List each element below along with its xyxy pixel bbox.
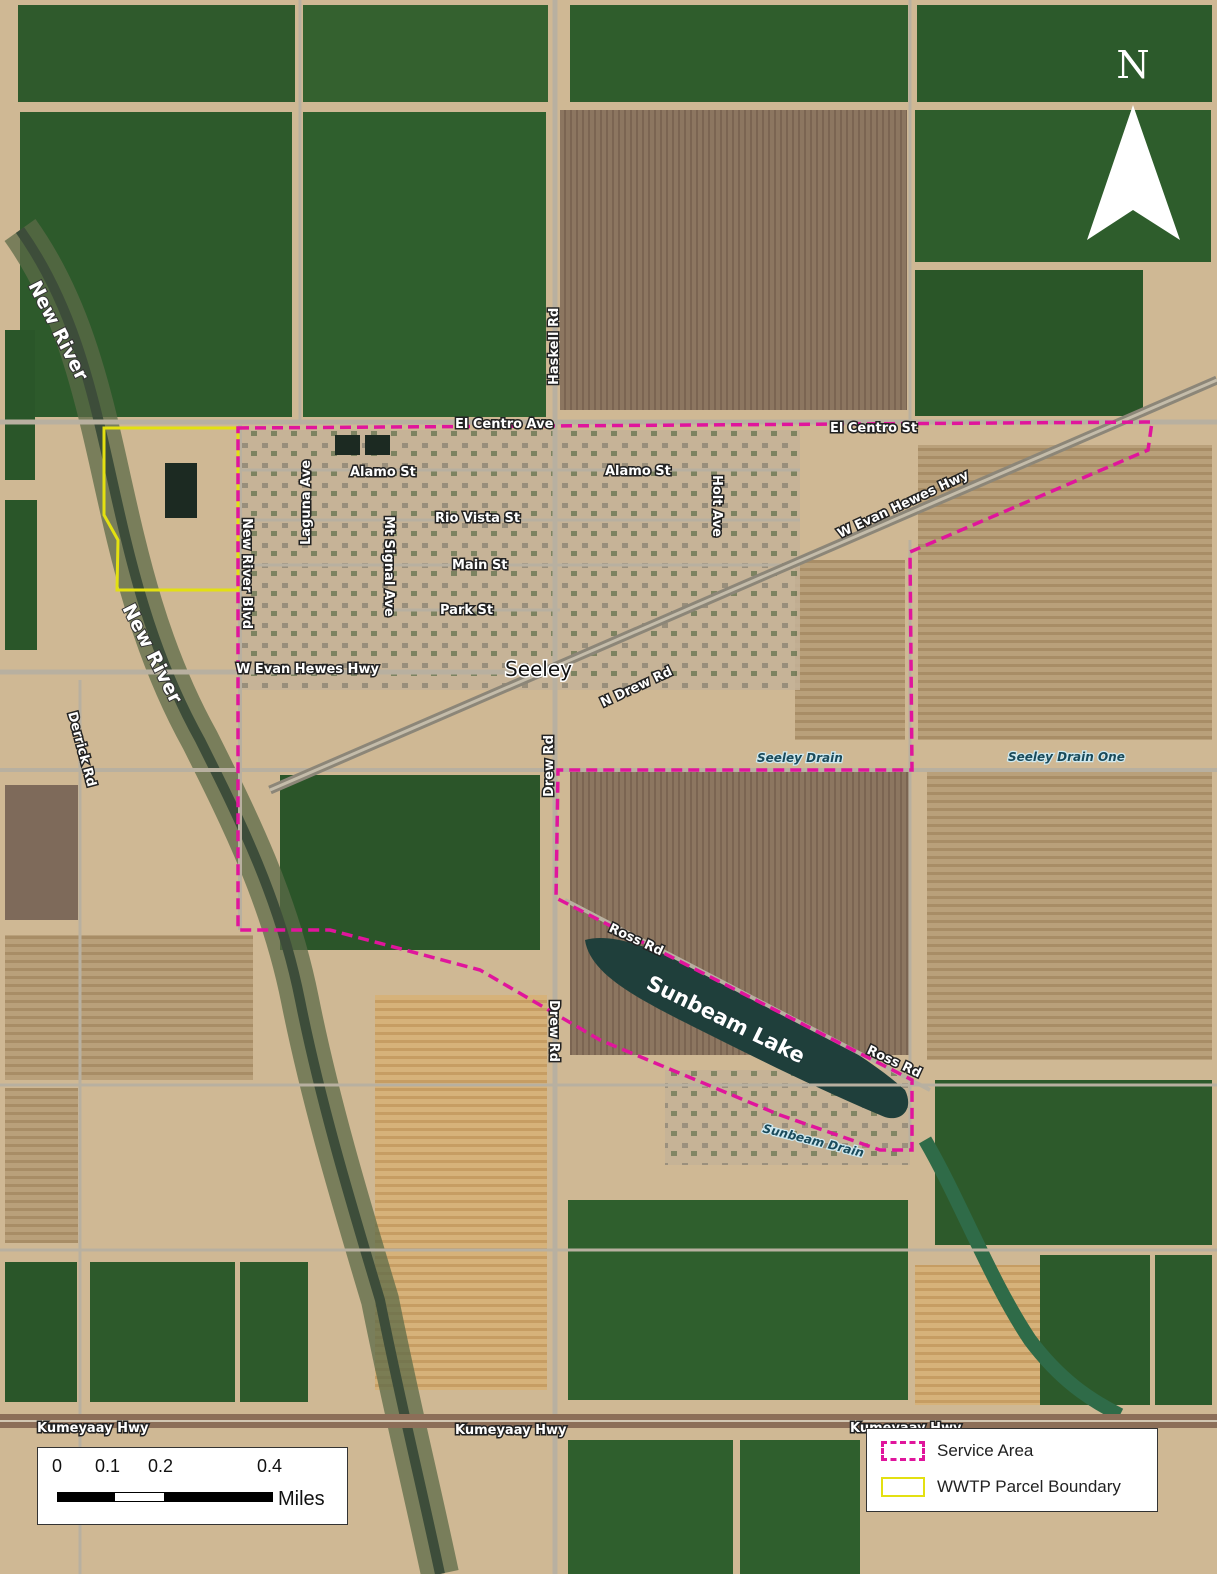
scale-bar: 0 0.1 0.2 0.4 Miles xyxy=(37,1447,348,1525)
field xyxy=(240,1262,308,1402)
north-arrow: N xyxy=(1087,43,1180,240)
north-arrow-icon xyxy=(1087,105,1180,240)
field xyxy=(303,5,548,102)
field xyxy=(560,110,907,410)
field xyxy=(795,560,905,740)
field xyxy=(917,5,1212,102)
sunbeam-lake xyxy=(585,938,909,1119)
legend-label: WWTP Parcel Boundary xyxy=(937,1477,1121,1496)
road-label-rio-vista-st: Rio Vista St xyxy=(435,511,520,526)
field xyxy=(568,1440,733,1574)
field xyxy=(5,1262,77,1402)
road-label-laguna-ave: Laguna Ave xyxy=(299,460,314,545)
field xyxy=(280,775,540,950)
field xyxy=(740,1440,860,1574)
road-label-drew-rd-north: Drew Rd xyxy=(542,735,557,797)
road-label-main-st: Main St xyxy=(452,558,508,573)
water-label-seeley-drain-one: Seeley Drain One xyxy=(1008,750,1125,764)
legend-item-service-area: Service Area xyxy=(881,1441,1033,1461)
seeley-town-area xyxy=(240,430,800,690)
road-label-w-evan-hewes-hwy-west: W Evan Hewes Hwy xyxy=(236,662,379,677)
map-legend: Service Area WWTP Parcel Boundary xyxy=(866,1428,1158,1512)
wwtp-pond xyxy=(335,435,360,455)
north-arrow-label: N xyxy=(1116,43,1149,87)
road-label-haskell-rd: Haskell Rd xyxy=(547,308,562,385)
scale-tick-0: 0 xyxy=(52,1456,63,1476)
road-label-alamo-st-west: Alamo St xyxy=(350,465,416,480)
service-area-boundary xyxy=(236,420,1155,1152)
road-label-drew-rd-south: Drew Rd xyxy=(546,1000,561,1062)
field xyxy=(935,1080,1212,1245)
scale-tick-0-2: 0.2 xyxy=(148,1456,174,1476)
wwtp-parcel-swatch xyxy=(881,1477,925,1497)
field xyxy=(915,270,1143,416)
water-label-seeley-drain: Seeley Drain xyxy=(757,751,843,765)
scale-segment xyxy=(57,1492,114,1502)
road-label-holt-ave: Holt Ave xyxy=(709,475,724,537)
wwtp-pond xyxy=(365,435,390,455)
town-label-seeley: Seeley xyxy=(505,657,572,681)
road-label-new-river-blvd: New River Blvd xyxy=(239,518,254,629)
field xyxy=(18,5,295,102)
scale-segment xyxy=(165,1492,273,1502)
field xyxy=(5,935,253,1080)
road-label-park-st: Park St xyxy=(440,603,493,618)
field xyxy=(5,1088,78,1243)
road-label-kumeyaay-hwy-center: Kumeyaay Hwy xyxy=(455,1423,567,1438)
field xyxy=(927,770,1212,1060)
legend-label: Service Area xyxy=(937,1441,1034,1460)
wwtp-pond xyxy=(165,463,197,518)
scale-tick-0-1: 0.1 xyxy=(95,1456,121,1476)
legend-item-wwtp-parcel: WWTP Parcel Boundary xyxy=(881,1477,1121,1497)
road-label-mt-signal-ave: Mt Signal Ave xyxy=(381,516,396,617)
field xyxy=(570,5,908,102)
road-label-alamo-st-east: Alamo St xyxy=(605,464,671,479)
field xyxy=(303,112,546,417)
scale-segment xyxy=(114,1492,165,1502)
canal xyxy=(918,1136,1124,1422)
service-area-swatch xyxy=(881,1441,925,1461)
road-label-el-centro-ave: El Centro Ave xyxy=(455,417,554,432)
scale-tick-0-4: 0.4 xyxy=(257,1456,283,1476)
field xyxy=(5,330,35,480)
field xyxy=(1040,1255,1150,1405)
field xyxy=(5,500,37,650)
road-label-kumeyaay-hwy-west: Kumeyaay Hwy xyxy=(37,1421,149,1436)
field xyxy=(90,1262,235,1402)
scale-units: Miles xyxy=(278,1488,325,1510)
road-label-el-centro-st: El Centro St xyxy=(830,421,917,436)
field xyxy=(568,1200,908,1400)
field xyxy=(915,110,1211,262)
field xyxy=(918,445,1212,740)
field xyxy=(1155,1255,1212,1405)
field xyxy=(5,785,78,920)
fields-layer xyxy=(5,5,1212,1574)
